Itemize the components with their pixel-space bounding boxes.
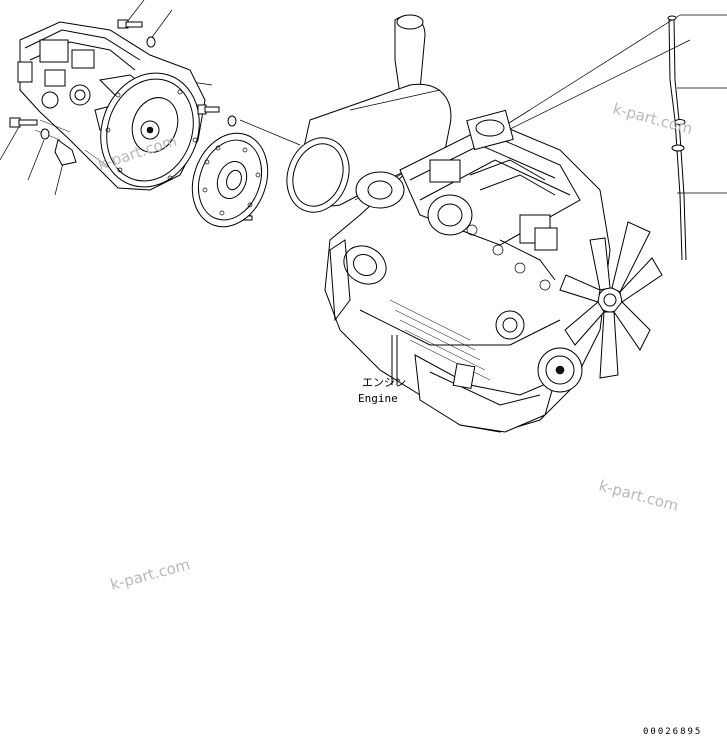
watermark: k-part.com — [108, 555, 192, 594]
engine-label-en: Engine — [358, 392, 398, 405]
dipstick — [667, 15, 687, 261]
bolts-and-washers — [9, 19, 253, 221]
bolt-icon — [197, 104, 220, 115]
cooling-fan — [559, 221, 663, 379]
engine-block — [324, 109, 611, 433]
watermark: k-part.com — [597, 476, 681, 515]
drawing-code: 00026895 — [643, 727, 702, 737]
air-cleaner — [286, 14, 452, 213]
hydraulic-pump-assembly — [17, 21, 206, 191]
engine-label-jp: エンジン — [362, 376, 406, 389]
bolt-icon — [117, 19, 143, 29]
watermark: k-part.com — [611, 99, 695, 138]
bolt-icon — [9, 117, 38, 128]
damper-disc — [191, 132, 269, 228]
